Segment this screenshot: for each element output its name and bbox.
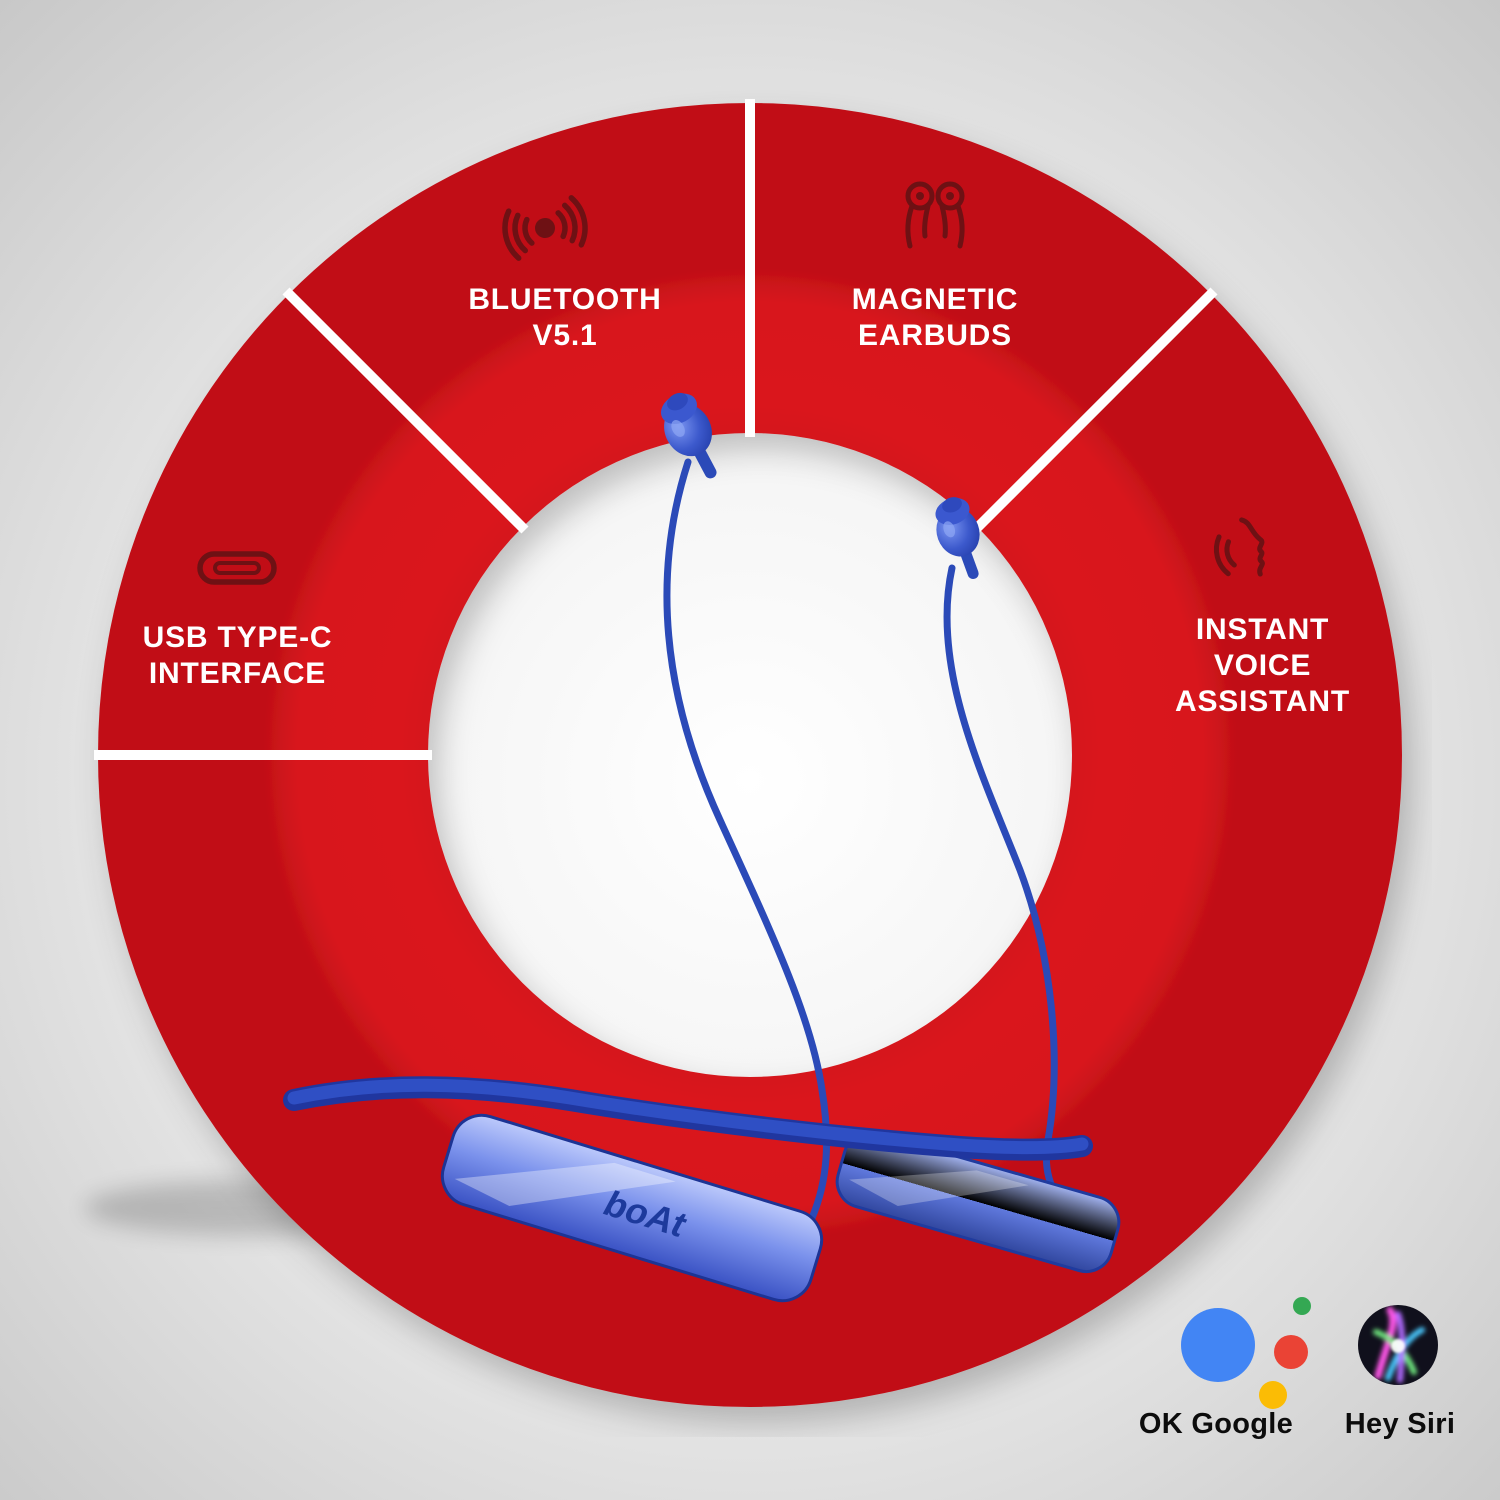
siri-label: Hey Siri [1344,1408,1456,1440]
left-control-module: boAt [440,1113,824,1303]
feature-label-magnetic-earbuds: MAGNETIC EARBUDS [785,282,1085,354]
usb-type-c-icon [197,551,277,585]
feature-line: USB TYPE-C [142,621,333,654]
divider-upper-left [282,287,529,534]
siri-icon [1358,1305,1438,1385]
feature-label-voice-assistant: INSTANT VOICE ASSISTANT [1135,612,1390,720]
feature-line: ASSISTANT [1175,685,1350,718]
divider-upper-right [971,287,1218,534]
feature-line: BLUETOOTH [468,283,662,316]
right-earbud [935,497,980,580]
voice-assistant-icon [1213,517,1265,577]
feature-line: EARBUDS [858,319,1012,352]
google-assistant-icon [1181,1297,1311,1409]
feature-label-usb-type-c: USB TYPE-C INTERFACE [90,620,385,692]
right-control-module [835,1130,1121,1274]
feature-line: VOICE [1213,649,1312,682]
feature-line: INSTANT [1195,613,1330,646]
feature-line: INTERFACE [148,657,327,690]
feature-line: MAGNETIC [851,283,1019,316]
segment-dividers [94,99,1218,760]
magnetic-earbuds-icon [905,181,965,249]
neckband-product: boAt [283,392,1121,1303]
feature-line: V5.1 [532,319,598,352]
google-assistant-label: OK Google [1138,1408,1294,1440]
right-earbud-wire [943,564,1102,1234]
left-earbud [660,392,717,479]
neckband-band-highlight [287,1078,1089,1155]
bluetooth-signal-icon [502,195,588,261]
feature-label-bluetooth: BLUETOOTH V5.1 [415,282,715,354]
